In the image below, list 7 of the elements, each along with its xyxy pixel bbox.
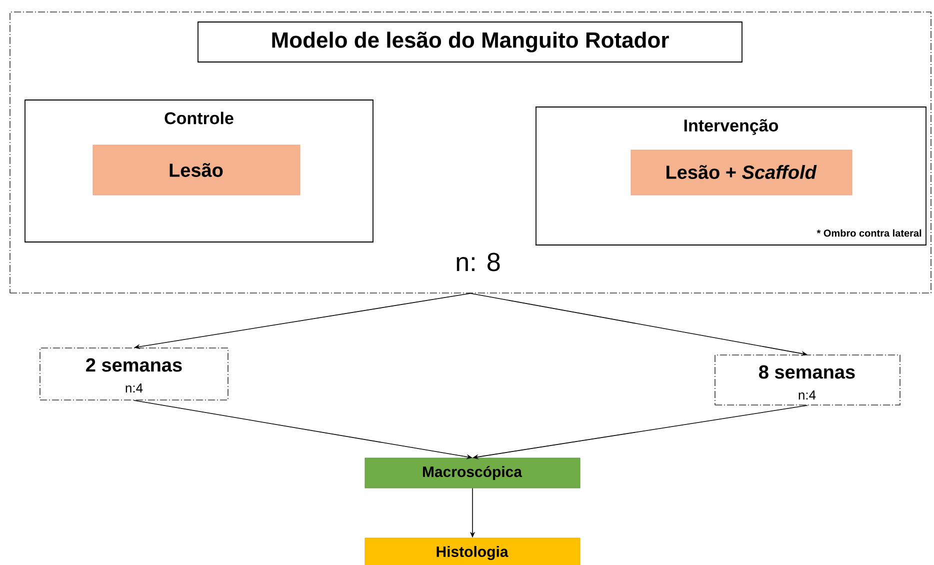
process-box: Histologia xyxy=(364,538,580,565)
process-box: Macroscópica xyxy=(364,458,580,488)
process-box: Lesão + Scaffold xyxy=(630,150,852,196)
title-box: Modelo de lesão do Manguito Rotador xyxy=(198,22,742,62)
process-box: Lesão xyxy=(92,144,300,196)
time-box: 8 semanas n:4 xyxy=(714,354,900,406)
time-box: 2 semanas n:4 xyxy=(40,348,228,400)
